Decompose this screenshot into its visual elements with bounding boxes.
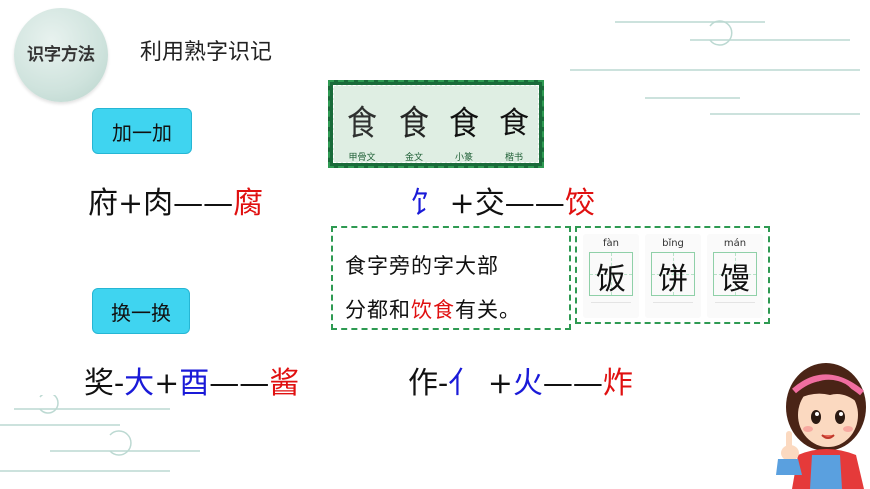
note-highlight: 饮食: [411, 298, 455, 322]
card-character: 饼: [658, 262, 688, 297]
note-line-1: 食字旁的字大部: [345, 254, 499, 278]
seal-caption: 小篆: [454, 153, 473, 163]
eq4-minus: -: [438, 366, 449, 401]
script-evolution-inner: 食 食 食 食 甲骨文 金文 小篆 楷书: [333, 85, 539, 163]
equation-fu: 府+肉——腐: [88, 178, 263, 222]
section-badge-label: 识字方法: [27, 45, 95, 65]
eq2-dash: ——: [504, 186, 565, 221]
label-swap: 换一换: [92, 288, 190, 334]
character-card-fan: fàn 饭: [583, 234, 639, 318]
card-pinyin: mán: [723, 238, 747, 249]
regular-caption: 楷书: [504, 153, 523, 163]
eq3-dash: ——: [209, 366, 270, 401]
eq3-plus: +: [154, 366, 180, 401]
eq2-plus: +: [449, 186, 475, 221]
character-cards-panel: fàn 饭 bǐng 饼 mán 馒: [575, 226, 770, 324]
equation-jiang: 奖-大+酉——酱: [84, 358, 299, 402]
card-footer: [653, 302, 693, 315]
character-card-bing: bǐng 饼: [645, 234, 701, 318]
decorative-cloud-lines-top: [570, 20, 860, 115]
decorative-cloud-lines-bottom: [0, 395, 200, 472]
eq1-part-a: 府: [88, 186, 118, 221]
seal-glyph: 食: [449, 104, 479, 144]
eq3-part-b: 大: [124, 366, 155, 401]
eq3-minus: -: [114, 366, 125, 401]
eq2-result: 饺: [564, 186, 595, 221]
eq3-result: 酱: [269, 366, 300, 401]
bronze-caption: 金文: [404, 153, 423, 163]
card-pinyin: bǐng: [662, 238, 684, 249]
eq4-result: 炸: [602, 366, 633, 401]
card-pinyin: fàn: [603, 238, 619, 249]
bronze-glyph: 食: [399, 103, 429, 145]
note-line-2-prefix: 分都和: [345, 298, 411, 322]
equation-jiao: 饣 +交——饺: [410, 178, 595, 222]
oracle-bone-glyph: 食: [347, 103, 377, 145]
eq4-part-c: 火: [512, 366, 543, 401]
writing-grid: [713, 252, 757, 296]
eq4-plus: +: [487, 366, 513, 401]
eq3-part-a: 奖: [84, 366, 114, 401]
section-badge: [14, 8, 108, 102]
eq4-part-a: 作: [408, 366, 438, 401]
label-add: 加一加: [92, 108, 192, 154]
oracle-bone-caption: 甲骨文: [348, 153, 376, 163]
equation-zha: 作-亻 +火——炸: [408, 358, 633, 402]
note-line-2: 分都和饮食有关。: [345, 294, 521, 324]
eq3-part-c: 酉: [179, 366, 210, 401]
card-character: 饭: [596, 262, 626, 297]
eq4-dash: ——: [542, 366, 603, 401]
eq1-dash: ——: [173, 186, 234, 221]
eq1-part-b: 肉: [143, 186, 174, 221]
eq1-plus: +: [118, 186, 144, 221]
note-line-2-suffix: 有关。: [455, 298, 521, 322]
radical-note-box: 食字旁的字大部 分都和饮食有关。: [331, 226, 571, 330]
writing-grid: [651, 252, 695, 296]
character-card-man: mán 馒: [707, 234, 763, 318]
regular-glyph: 食: [499, 106, 529, 141]
cartoon-girl-illustration: [776, 363, 866, 489]
card-character: 馒: [720, 262, 750, 297]
page-title: 利用熟字识记: [140, 40, 273, 65]
writing-grid: [589, 252, 633, 296]
eq1-result: 腐: [233, 186, 264, 221]
eq2-part-b: 交: [474, 186, 505, 221]
script-evolution-panel: 食 食 食 食 甲骨文 金文 小篆 楷书: [328, 80, 544, 168]
eq2-part-a: 饣: [410, 186, 440, 221]
eq4-part-b: 亻: [448, 366, 479, 401]
card-footer: [591, 302, 631, 315]
card-footer: [715, 302, 755, 315]
